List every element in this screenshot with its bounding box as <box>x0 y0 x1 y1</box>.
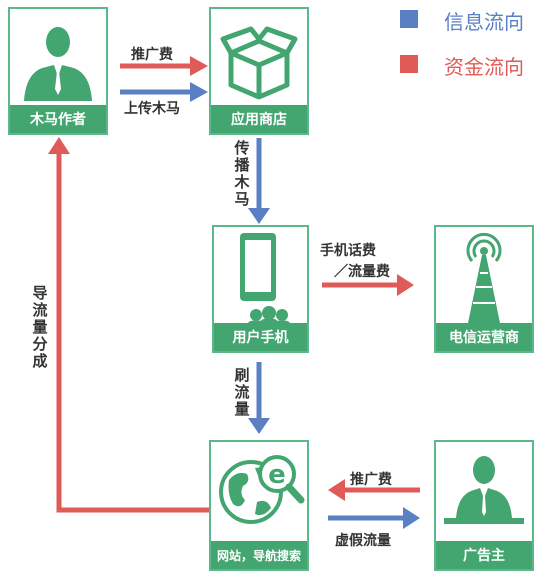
promo-fee-arrow-bottom <box>328 479 420 501</box>
trojan-author-label: 木马作者 <box>10 105 106 133</box>
traffic-share-label: 导流量分成 <box>32 284 48 370</box>
upload-trojan-arrow <box>120 82 208 102</box>
info-flow-legend-swatch <box>400 10 418 28</box>
website-label: 网站，导航搜索 <box>211 541 307 569</box>
upload-trojan-label: 上传木马 <box>124 101 180 117</box>
promo-fee-arrow-top <box>120 56 208 76</box>
money-flow-legend-swatch <box>400 55 418 73</box>
traffic-share-arrow <box>48 137 209 513</box>
app-store-label: 应用商店 <box>211 105 307 133</box>
smartphone-icon <box>240 233 292 327</box>
businessman-icon <box>24 27 92 101</box>
phone-fee-arrow <box>322 274 414 296</box>
app-store-node: 应用商店 <box>209 7 309 135</box>
promo-fee-top-label: 推广费 <box>131 47 173 63</box>
fake-traffic-label: 虚假流量 <box>335 533 391 549</box>
spread-trojan-arrow <box>248 138 270 224</box>
signal-tower-icon <box>466 232 502 323</box>
trojan-author-node: 木马作者 <box>8 7 108 135</box>
phone-fee-label-1: 手机话费 <box>320 243 376 259</box>
fake-traffic-arrow <box>328 507 420 529</box>
open-box-icon <box>220 26 298 100</box>
promo-fee-bottom-label: 推广费 <box>350 472 392 488</box>
money-flow-legend-label: 资金流向 <box>444 55 524 79</box>
advertiser-node: 广告主 <box>434 440 534 571</box>
user-phone-label: 用户手机 <box>214 323 307 351</box>
brush-traffic-label: 刷流量 <box>234 366 250 418</box>
advertiser-label: 广告主 <box>436 541 532 569</box>
info-flow-legend-label: 信息流向 <box>444 10 524 34</box>
brush-traffic-arrow <box>248 362 270 434</box>
phone-fee-label-2: ／流量费 <box>334 264 390 280</box>
user-at-laptop-icon <box>444 456 524 524</box>
telecom-operator-node: 电信运营商 <box>434 225 534 353</box>
spread-trojan-label: 传播木马 <box>234 139 250 208</box>
telecom-operator-label: 电信运营商 <box>436 323 532 351</box>
globe-browser-icon: e <box>219 455 305 524</box>
user-phone-node: 用户手机 <box>212 225 309 353</box>
website-node: e 网站，导航搜索 <box>209 440 309 571</box>
svg-text:e: e <box>268 460 286 490</box>
